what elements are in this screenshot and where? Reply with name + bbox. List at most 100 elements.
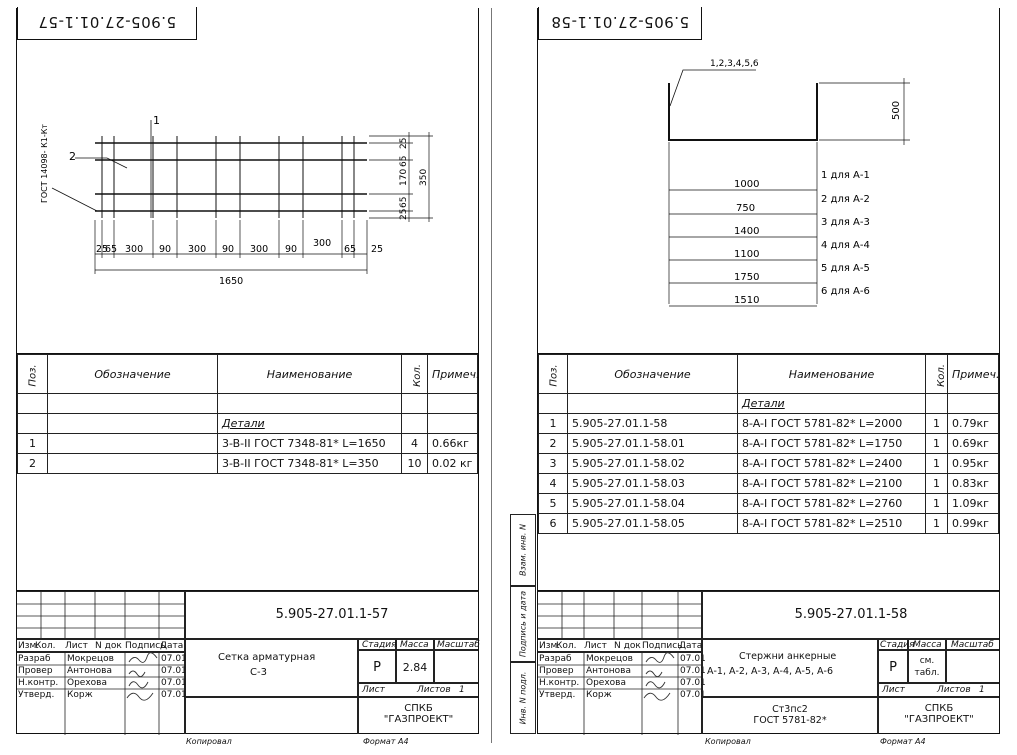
hdr-designation-r: Обозначение [567, 354, 738, 394]
hdr-name-r: Наименование [737, 354, 926, 394]
mass-cell-r: см. табл. [908, 650, 946, 683]
role-nkontr: Н.контр. [18, 678, 59, 688]
date-razrab: 07.01 [161, 654, 187, 664]
scale-label-cell-r: Масштаб [946, 639, 999, 650]
mass-cell: 2.84 [396, 650, 434, 683]
sheet-label: Лист [362, 685, 385, 695]
row-note: 0.79кг [947, 413, 999, 434]
footer-format-right: Формат А4 [880, 737, 926, 746]
stage-label: Стадия [362, 640, 397, 650]
mesh-drawing-svg: 1 2 ГОСТ 14098- К1-Кт 25 [40, 114, 433, 287]
row-designation: 5.905-27.01.1-58.01 [567, 433, 738, 454]
len-2: 750 [736, 203, 755, 214]
title-cell-r: Стержни анкерные А-1, А-2, А-3, А-4, А-5… [702, 639, 878, 697]
dim-b6: 300 [250, 244, 268, 255]
top-code-box-right: 5.905-27.01.1-58 [538, 7, 702, 40]
mass-value-r: см. табл. [914, 656, 940, 678]
stage-label-r: Стадия [880, 640, 915, 650]
len-3: 1400 [734, 226, 759, 237]
row-qty: 1 [925, 433, 948, 454]
name-prover: Антонова [67, 666, 112, 676]
dim-total-height: 350 [419, 169, 429, 186]
side-strip-sign: Подпись и дата [510, 586, 536, 662]
row-note: 0.66кг [427, 433, 478, 454]
hdr-note: Примеч. [427, 354, 479, 394]
hdr-date-r: Дата [679, 641, 703, 651]
dim-b10: 25 [371, 244, 383, 255]
mass-label-cell: Масса [396, 639, 434, 650]
top-code-box-left: 5.905-27.01.1-57 [17, 7, 197, 40]
people-header-r: Изм. Кол. Лист N док Подпись Дата [538, 639, 702, 652]
mesh-drawing: 1 2 ГОСТ 14098- К1-Кт 25 [17, 8, 478, 353]
date-utverd-r: 07.01 [680, 690, 706, 700]
row-designation [47, 453, 218, 474]
len-5: 1750 [734, 272, 759, 283]
row-pos: 5 [538, 493, 568, 514]
name-razrab-r: Мокрецов [586, 654, 633, 664]
spec-table-right: Поз. Обозначение Наименование Кол. Приме… [538, 353, 999, 591]
hdr-name: Наименование [217, 354, 402, 394]
org-name: СПКБ [404, 703, 433, 714]
stage-value: Р [373, 660, 381, 675]
pos-label-2: 2 [69, 150, 76, 163]
len-label-3: 3 для А-3 [821, 217, 870, 228]
scale-label-r: Масштаб [951, 640, 994, 650]
signatures [126, 652, 158, 701]
hdr-note-r: Примеч. [947, 354, 999, 394]
row-designation [47, 433, 218, 454]
row-note: 0.69кг [947, 433, 999, 454]
hdr-izm: Изм. [18, 641, 40, 651]
org-name-2: "ГАЗПРОЕКТ" [383, 714, 454, 725]
dim-b1: 65 [105, 244, 117, 255]
role-utverd: Утверд. [18, 690, 55, 700]
doc-code-cell-r: 5.905-27.01.1-58 [702, 591, 999, 639]
row-pos: 3 [538, 453, 568, 474]
title-block-left: 5.905-27.01.1-57 Изм. Кол. Лист N док По… [17, 590, 480, 735]
hdr-ndok-r: N док [614, 641, 641, 651]
len-4: 1100 [734, 249, 759, 260]
scale-label-cell: Масштаб [434, 639, 480, 650]
role-utverd-r: Утверд. [539, 690, 576, 700]
row-designation: 5.905-27.01.1-58 [567, 413, 738, 434]
name-razrab: Мокрецов [67, 654, 114, 664]
row-name: 8-A-I ГОСТ 5781-82* L=1750 [737, 433, 926, 454]
hdr-kol-r: Кол. [556, 641, 577, 651]
org-cell-r: СПКБ "ГАЗПРОЕКТ" [878, 697, 999, 734]
hdr-designation: Обозначение [47, 354, 218, 394]
side-strip-inv: Инв. N подл. [510, 662, 536, 734]
anchor-rod-svg: 1,2,3,4,5,6 500 1000 1 для А-1 [668, 59, 910, 307]
mass-value: 2.84 [402, 661, 428, 674]
side-strip-replace: Взам. инв. N [510, 514, 536, 586]
date-utverd: 07.01 [161, 690, 187, 700]
stage-cell-r: Р [878, 650, 908, 683]
material-gost: ГОСТ 5781-82* [753, 715, 827, 726]
section-details-r: Детали [737, 393, 926, 414]
hdr-list-r: Лист [584, 641, 607, 651]
dim-b0: 25 [96, 244, 108, 255]
stamp-title-r: Стержни анкерные [739, 651, 837, 662]
side-label-sign: Подпись и дата [518, 590, 528, 658]
stamp-title-marks-r: А-1, А-2, А-3, А-4, А-5, А-6 [707, 666, 834, 677]
len-label-2: 2 для А-2 [821, 194, 870, 205]
row-pos: 4 [538, 473, 568, 494]
row-pos: 1 [17, 433, 48, 454]
row-name: 8-A-I ГОСТ 5781-82* L=2510 [737, 513, 926, 534]
row-name: 8-A-I ГОСТ 5781-82* L=2000 [737, 413, 926, 434]
stage-value-r: Р [889, 660, 897, 675]
hdr-kol: Кол. [35, 641, 56, 651]
role-nkontr-r: Н.контр. [539, 678, 580, 688]
pos-label-1: 1 [153, 114, 160, 127]
role-prover-r: Провер [539, 666, 574, 676]
row-qty: 1 [925, 413, 948, 434]
people-rows-r: Разраб Мокрецов 07.01 Провер Антонова 07… [538, 652, 706, 735]
sheets-value: 1 [459, 685, 465, 695]
dim-b9: 65 [344, 244, 356, 255]
sheets-value-r: 1 [979, 685, 985, 695]
date-nkontr-r: 07.01 [680, 678, 706, 688]
row-designation: 5.905-27.01.1-58.02 [567, 453, 738, 474]
row-designation: 5.905-27.01.1-58.05 [567, 513, 738, 534]
len-label-4: 4 для А-4 [821, 240, 870, 251]
name-prover-r: Антонова [586, 666, 631, 676]
